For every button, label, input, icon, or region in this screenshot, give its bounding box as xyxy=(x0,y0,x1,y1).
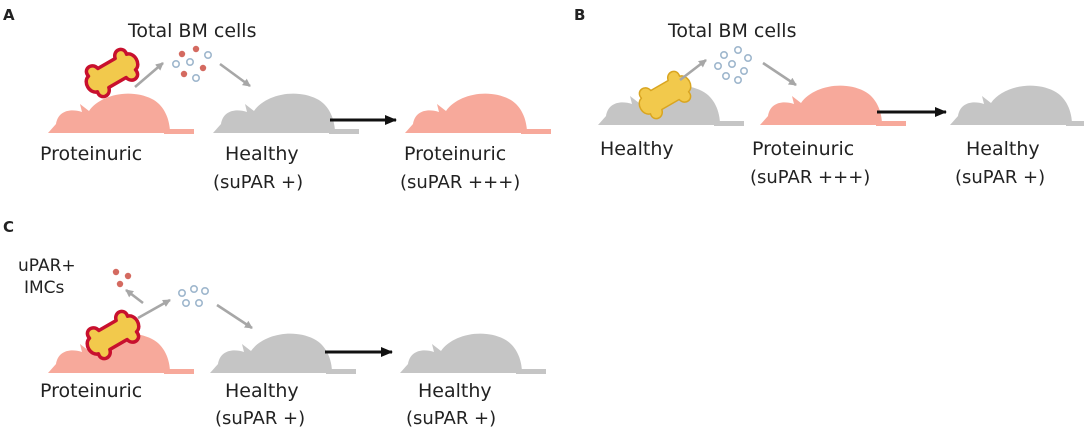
panel-b-cells xyxy=(713,45,752,85)
panel-b-label: B xyxy=(574,6,585,24)
panel-a: A Total BM cells Proteinuric Healthy (su… xyxy=(3,6,551,193)
panel-b-arrow-harvest xyxy=(679,58,707,82)
panel-a-recipient-status: (suPAR +) xyxy=(213,172,303,193)
panel-b-donor-label: Healthy xyxy=(600,138,674,160)
panel-a-recipient-label: Healthy xyxy=(225,143,299,165)
panel-b-outcome-status: (suPAR +) xyxy=(955,167,1045,188)
panel-b-arrow-transplant xyxy=(762,61,797,87)
panel-a-arrow-harvest xyxy=(134,62,164,88)
panel-c-removed-label-line2: IMCs xyxy=(24,278,65,298)
panel-c-removed-label-line1: uPAR+ xyxy=(18,256,76,276)
panel-a-outcome-mouse xyxy=(405,93,551,134)
panel-c-arrow-transplant xyxy=(216,303,253,330)
panel-c: C uPAR+ IMCs Proteinuric Healthy (suPAR … xyxy=(3,218,546,429)
panel-c-removed-cells xyxy=(112,268,132,288)
panel-a-cells-label: Total BM cells xyxy=(127,20,256,42)
panel-c-outcome-label: Healthy xyxy=(418,380,492,402)
panel-c-recipient-mouse xyxy=(210,333,356,374)
panel-a-donor-mouse xyxy=(48,93,194,134)
panel-c-cells xyxy=(178,284,210,307)
panel-a-outcome-label: Proteinuric xyxy=(404,143,506,165)
panel-b-outcome-mouse xyxy=(950,85,1084,126)
panel-c-arrow-removed xyxy=(125,288,144,305)
panel-a-label: A xyxy=(3,6,15,24)
panel-b-recipient-mouse xyxy=(760,85,906,126)
panel-b: B Total BM cells Healthy Proteinuric (su… xyxy=(574,6,1084,188)
panel-b-recipient-label: Proteinuric xyxy=(752,138,854,160)
panel-a-cells xyxy=(172,45,213,83)
panel-a-recipient-mouse xyxy=(213,93,359,134)
panel-b-cells-label: Total BM cells xyxy=(667,20,796,42)
panel-a-outcome-status: (suPAR +++) xyxy=(400,172,520,193)
panel-c-label: C xyxy=(3,218,14,236)
panel-a-arrow-transplant xyxy=(219,62,251,88)
panel-c-arrow-harvest xyxy=(137,298,171,320)
panel-b-recipient-status: (suPAR +++) xyxy=(750,167,870,188)
panel-a-donor-label: Proteinuric xyxy=(40,143,142,165)
panel-c-outcome-mouse xyxy=(400,333,546,374)
panel-c-donor-label: Proteinuric xyxy=(40,380,142,402)
panel-c-recipient-label: Healthy xyxy=(225,380,299,402)
panel-a-bone-icon xyxy=(77,42,147,104)
panel-c-outcome-status: (suPAR +) xyxy=(406,408,496,429)
panel-b-outcome-label: Healthy xyxy=(966,138,1040,160)
panel-c-recipient-status: (suPAR +) xyxy=(215,408,305,429)
